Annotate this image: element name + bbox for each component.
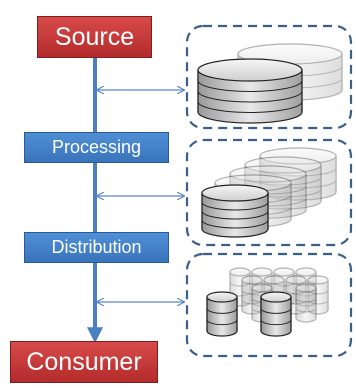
processing-node: Processing <box>24 132 169 163</box>
disk-stack-front <box>201 184 269 238</box>
db-cylinder-front-2 <box>260 291 292 337</box>
processing-storage-icon <box>201 147 337 238</box>
source-node: Source <box>37 16 152 58</box>
consumer-node: Consumer <box>10 341 158 383</box>
db-cylinder-back-9 <box>295 283 317 323</box>
source-storage-icon <box>197 43 343 124</box>
source-storage-container <box>185 24 353 130</box>
distribution-storage-icon <box>206 267 329 337</box>
processing-storage-container <box>185 138 353 247</box>
distribution-storage-container <box>185 252 353 358</box>
db-cylinder-front-1 <box>206 291 238 337</box>
distribution-node: Distribution <box>24 232 169 263</box>
disk-stack-front <box>197 58 303 124</box>
